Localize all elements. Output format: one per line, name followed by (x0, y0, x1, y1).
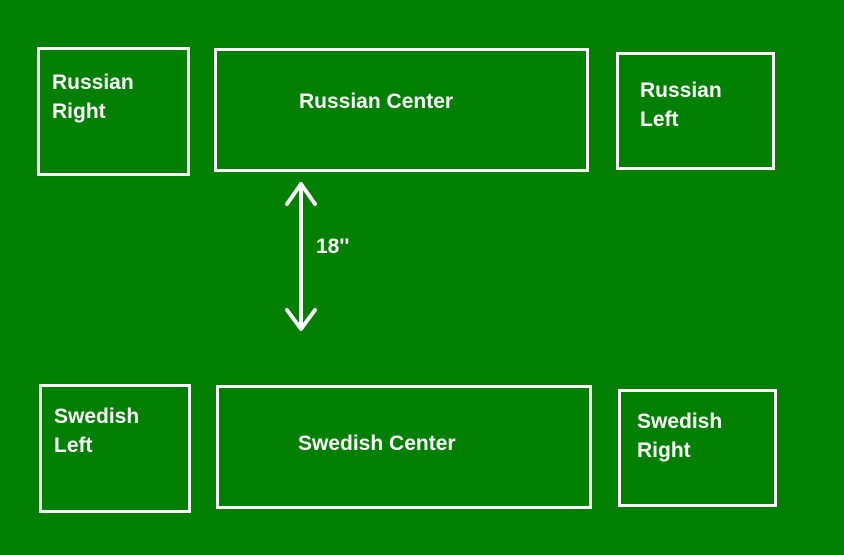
russian-right-zone: Russian Right (37, 47, 190, 176)
swedish-center-zone: Swedish Center (216, 385, 592, 509)
russian-left-zone: Russian Left (616, 52, 775, 170)
distance-label: 18'' (316, 235, 350, 258)
swedish-left-label: Swedish Left (54, 405, 140, 457)
russian-left-label: Russian Left (640, 79, 722, 131)
swedish-center-label: Swedish Center (298, 432, 456, 455)
swedish-right-label: Swedish Right (637, 410, 723, 462)
swedish-left-zone: Swedish Left (39, 384, 191, 513)
russian-right-label: Russian Right (52, 71, 134, 123)
double-headed-arrow-icon (285, 182, 317, 331)
swedish-right-zone: Swedish Right (618, 389, 777, 507)
russian-center-zone: Russian Center (214, 48, 589, 172)
russian-center-label: Russian Center (299, 90, 454, 113)
